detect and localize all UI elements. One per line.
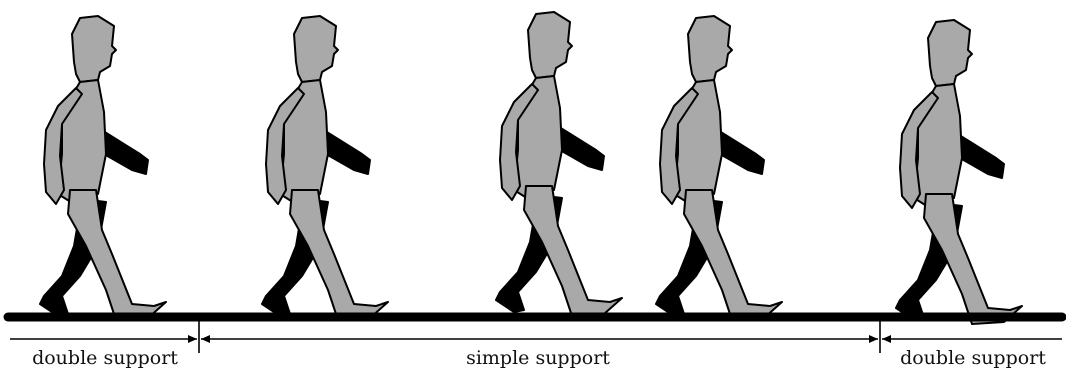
arrow-head (882, 335, 891, 343)
arrow-head (201, 335, 210, 343)
phase-label-simple-support: simple support (466, 347, 610, 369)
walking-figure (895, 19, 1023, 325)
walking-figure (39, 15, 167, 321)
walking-figure (261, 15, 389, 321)
walking-figure (655, 15, 783, 321)
walking-figure (495, 11, 623, 317)
walking-figures (39, 11, 1023, 325)
arrow-head (188, 335, 197, 343)
phase-label-double-support: double support (900, 347, 1046, 369)
phase-label-double-support: double support (32, 347, 178, 369)
arrow-head (869, 335, 878, 343)
